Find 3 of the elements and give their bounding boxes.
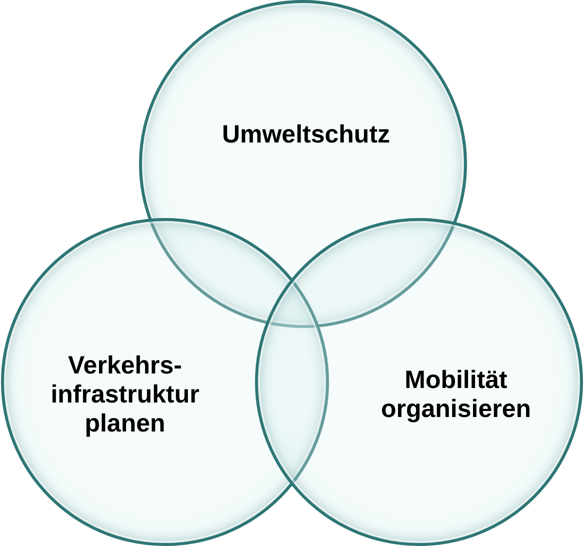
- circle-label: Umweltschutz: [222, 120, 390, 150]
- circle-label: Mobilität organisieren: [380, 366, 532, 424]
- circle-label: Verkehrs- infrastruktur planen: [50, 352, 200, 438]
